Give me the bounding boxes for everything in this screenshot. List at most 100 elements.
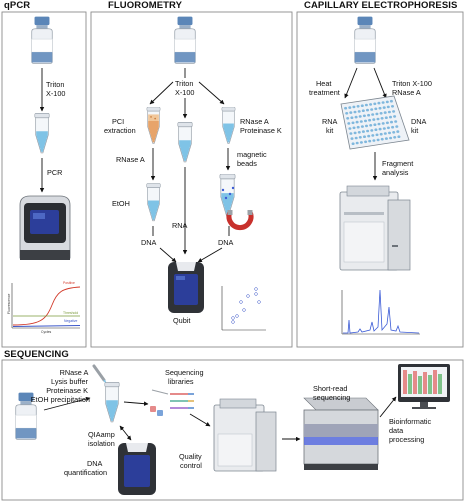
well (381, 122, 385, 125)
seq-tube-icon (104, 382, 120, 423)
svg-text:Triton X-100: Triton X-100 (392, 79, 432, 88)
well (367, 113, 371, 117)
short-read-line2: sequencing (313, 393, 350, 402)
sequencer-icon (303, 397, 379, 470)
well (361, 109, 365, 112)
ce-vial-icon (354, 16, 376, 64)
svg-text:Triton: Triton (175, 79, 193, 88)
qc-line1: Quality (179, 452, 202, 461)
svg-text:kit: kit (326, 126, 333, 135)
svg-text:kit: kit (411, 126, 418, 135)
dna-kit-line1: DNA (411, 117, 427, 126)
well (389, 136, 393, 140)
well (350, 116, 354, 119)
well (372, 118, 376, 121)
well (378, 106, 382, 110)
qpcr-vial-icon (31, 16, 53, 64)
well (382, 127, 386, 130)
well (388, 131, 391, 135)
capillary-title: CAPILLARY ELECTROPHORESIS (304, 0, 457, 11)
dna-quant-line2: quantification (64, 468, 107, 477)
svg-text:Heat: Heat (316, 79, 331, 88)
well (348, 127, 352, 130)
rnase-pk-line1: RNase A (240, 117, 269, 126)
sequencing-title: SEQUENCING (4, 349, 69, 360)
well (374, 107, 378, 111)
amplification-plot: Positive Threshold Negative Fluorescence… (7, 281, 81, 334)
svg-text:treatment: treatment (309, 88, 340, 97)
fluoro-lysis-line2: X-100 (175, 88, 194, 97)
well (350, 137, 354, 140)
well (364, 103, 368, 107)
svg-text:beads: beads (237, 159, 257, 168)
svg-text:X-100: X-100 (175, 88, 194, 97)
well (364, 140, 368, 144)
bioinfo-line3: processing (389, 435, 424, 444)
bioinfo-line1: Bioinformatic (389, 417, 432, 426)
well (352, 105, 356, 109)
library-icon (150, 389, 194, 416)
fragment-analyzer-icon (339, 185, 411, 271)
svg-text:PCI: PCI (112, 117, 124, 126)
well (394, 120, 398, 123)
well-plate-icon (340, 95, 410, 150)
svg-text:DNA: DNA (87, 459, 103, 468)
qpcr-lysis-line2: X-100 (46, 89, 65, 98)
reagent-4: EtOH precipitation (31, 395, 90, 404)
fragment-line1: Fragment (382, 159, 413, 168)
well (354, 115, 358, 119)
well (368, 118, 372, 122)
well (357, 110, 361, 113)
well (366, 129, 370, 133)
well (390, 120, 393, 124)
qubit-icon (168, 262, 204, 313)
well (370, 129, 374, 132)
well (389, 115, 392, 119)
well (353, 110, 357, 114)
center-tube-icon (177, 122, 193, 163)
well (380, 117, 384, 120)
well (351, 121, 355, 125)
svg-text:quantification: quantification (64, 468, 107, 477)
well (355, 120, 359, 124)
well (392, 110, 396, 113)
rna-label: RNA (172, 221, 188, 230)
rna-kit-line1: RNA (322, 117, 338, 126)
triton-rnase-line1: Triton X-100 (392, 79, 432, 88)
electropherogram (341, 289, 420, 335)
well (369, 103, 373, 106)
well (385, 121, 389, 125)
fragment-line2: analysis (382, 168, 409, 177)
fluorometry-panel (90, 11, 293, 348)
svg-text:control: control (180, 461, 202, 470)
well (360, 125, 364, 128)
well (383, 132, 387, 135)
well (387, 110, 391, 114)
dna-left-label: DNA (141, 238, 157, 247)
well (396, 130, 400, 133)
svg-text:X-100: X-100 (46, 89, 65, 98)
svg-text:RNase A: RNase A (392, 88, 421, 97)
qc-instrument-icon (213, 398, 277, 472)
well (356, 125, 360, 129)
well (359, 141, 363, 144)
well (346, 117, 350, 120)
svg-text:QIAamp: QIAamp (88, 430, 115, 439)
reagent-2: Lysis buffer (51, 377, 88, 386)
well (383, 111, 387, 114)
svg-text:Fragment: Fragment (382, 159, 413, 168)
well (384, 116, 388, 119)
svg-text:sequencing: sequencing (313, 393, 350, 402)
well (391, 125, 395, 129)
svg-text:Quality: Quality (179, 452, 202, 461)
well (351, 142, 355, 145)
reagent-1: RNase A (60, 368, 89, 377)
qiaamp-line1: QIAamp (88, 430, 115, 439)
plot-x-axis-label: Cycles (41, 330, 51, 334)
svg-text:libraries: libraries (168, 377, 194, 386)
well (379, 112, 383, 115)
qiaamp-line2: isolation (88, 439, 115, 448)
well (391, 105, 394, 108)
well (357, 131, 361, 134)
short-read-line1: Short-read (313, 384, 347, 393)
